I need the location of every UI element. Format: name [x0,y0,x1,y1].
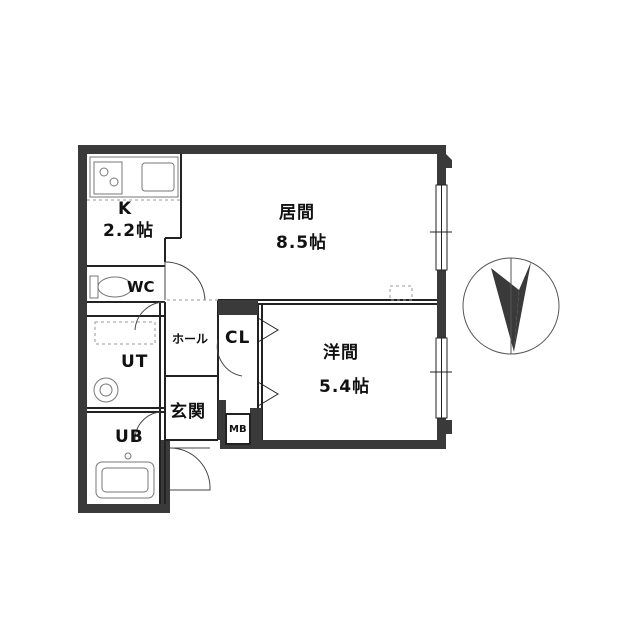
window-western [430,337,452,419]
room-size-kitchen: 2.2帖 [103,221,155,241]
room-size-western: 5.4帖 [319,377,371,397]
closet-doors [257,317,279,407]
utility-fixtures [93,377,119,403]
room-label-ub: UB [115,427,144,447]
dashed-lines [87,199,413,345]
meter-box [225,413,251,445]
toilet [89,275,133,299]
outer-walls [78,145,452,513]
room-label-meter-box: MB [229,424,247,435]
room-label-entrance: 玄関 [170,402,206,422]
kitchen-fixtures [89,156,179,198]
door-swings [134,261,243,491]
room-label-kitchen: K [118,199,133,219]
room-label-western: 洋間 [323,343,359,363]
room-label-hall: ホール [172,332,209,346]
room-label-closet: CL [225,328,251,348]
window-living [430,184,452,271]
wall-blocks [218,300,262,448]
bathtub [95,452,155,499]
room-label-ut: UT [121,352,149,372]
room-label-wc: WC [127,278,155,296]
compass-icon [462,257,560,355]
interior-walls [87,154,437,504]
room-label-living: 居間 [279,203,315,223]
room-size-living: 8.5帖 [276,233,328,253]
